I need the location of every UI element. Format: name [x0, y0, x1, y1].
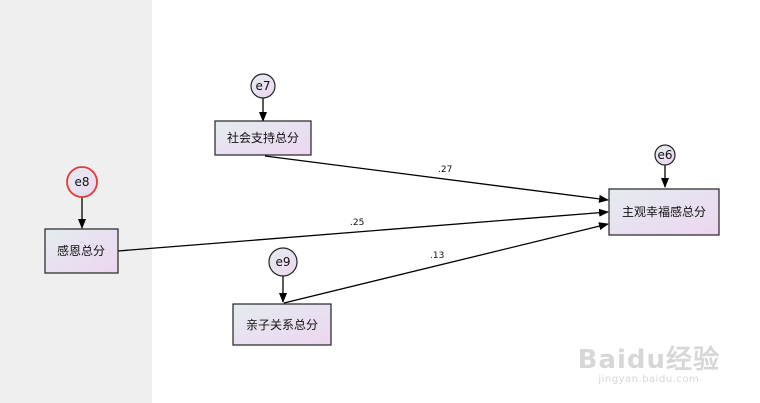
- path-social-to-wellbeing: [264, 155, 609, 203]
- box-social-support[interactable]: 社会支持总分: [214, 120, 312, 156]
- error-e7[interactable]: e7: [250, 73, 276, 99]
- error-e6[interactable]: e6: [654, 144, 676, 166]
- box-parent-child[interactable]: 亲子关系总分: [232, 303, 332, 346]
- coef-social: .27: [438, 165, 452, 175]
- error-e9-label: e9: [275, 255, 290, 269]
- box-gratitude-label: 感恩总分: [57, 243, 105, 258]
- error-e9[interactable]: e9: [268, 247, 298, 277]
- coef-parent: .13: [430, 251, 444, 261]
- path-parent-to-wellbeing: [283, 222, 609, 304]
- box-parent-child-label: 亲子关系总分: [246, 318, 318, 332]
- error-e8-label: e8: [74, 175, 89, 189]
- error-e7-label: e7: [255, 79, 270, 93]
- watermark-logo: Baidu经验: [577, 345, 720, 375]
- error-e8[interactable]: e8: [66, 166, 98, 198]
- box-social-support-label: 社会支持总分: [227, 130, 299, 145]
- watermark-url: jingyan.baidu.com: [598, 374, 700, 385]
- box-wellbeing[interactable]: 主观幸福感总分: [608, 188, 720, 236]
- watermark: Baidu经验 jingyan.baidu.com: [578, 339, 720, 385]
- box-gratitude[interactable]: 感恩总分: [44, 228, 119, 274]
- path-gratitude-to-wellbeing: [117, 208, 609, 252]
- coef-gratitude: .25: [350, 218, 364, 228]
- box-wellbeing-label: 主观幸福感总分: [622, 204, 706, 219]
- left-panel: [0, 0, 152, 403]
- error-e6-label: e6: [657, 148, 672, 162]
